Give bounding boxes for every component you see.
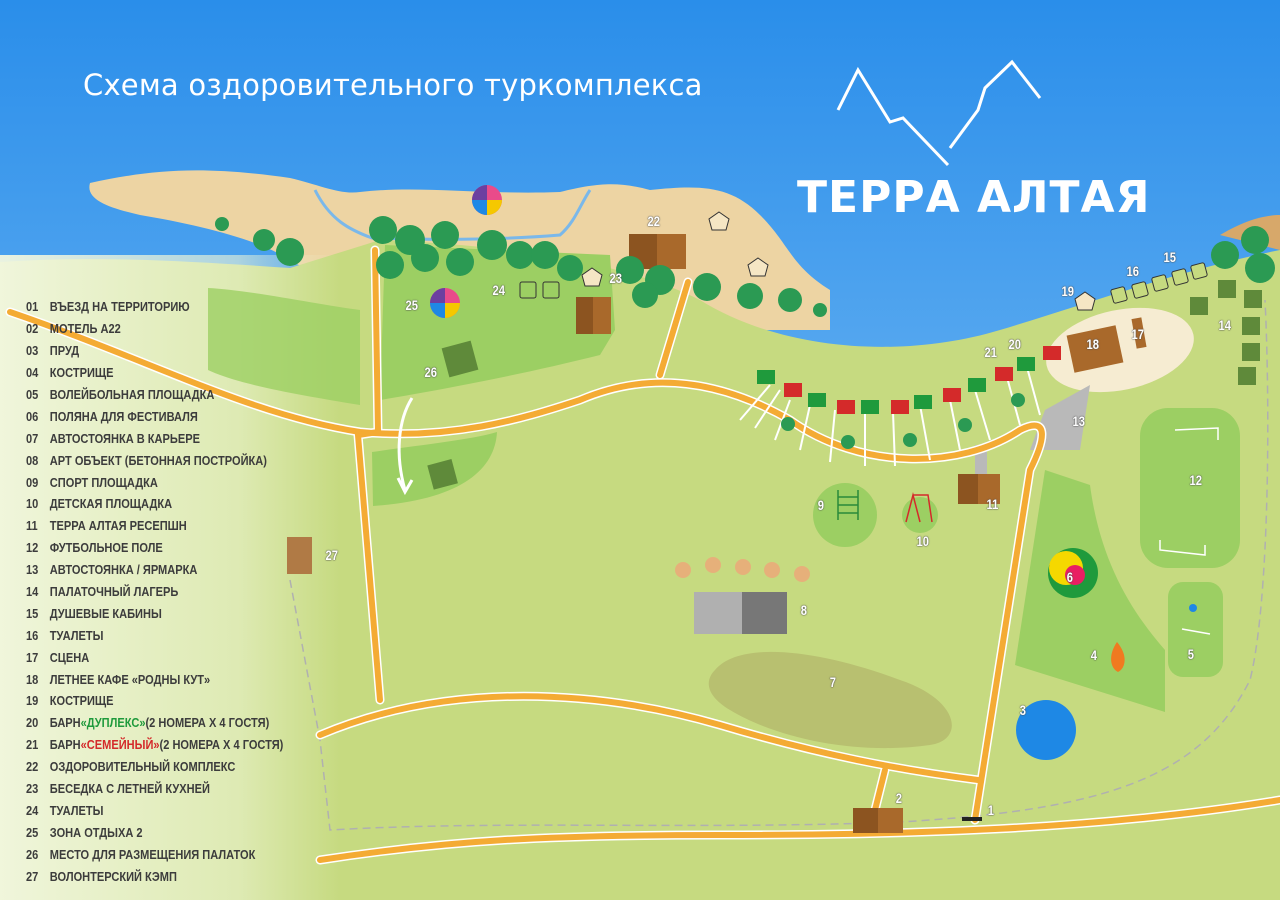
brand-logo-text: ТЕРРА АЛТАЯ	[797, 172, 1151, 223]
map-label-17: 17	[1131, 326, 1145, 342]
map-label-19: 19	[1061, 283, 1075, 299]
buildings	[287, 234, 1147, 833]
playground-icons	[837, 490, 933, 523]
map-label-3: 3	[1019, 702, 1027, 718]
stumps	[675, 557, 810, 582]
arrow-icon	[396, 397, 414, 496]
trees	[215, 216, 1275, 449]
football-field	[1140, 408, 1240, 568]
football-goal-top	[1174, 427, 1219, 440]
building-18	[1066, 325, 1124, 373]
art-object-8	[694, 592, 742, 634]
map-label-20: 20	[1008, 336, 1022, 352]
map-label-6: 6	[1066, 569, 1074, 585]
map-label-27: 27	[325, 547, 339, 563]
map-label-9: 9	[817, 497, 825, 513]
map-label-4: 4	[1090, 647, 1098, 663]
facility-icons	[519, 262, 1208, 304]
map-label-2: 2	[895, 790, 903, 806]
map-label-22: 22	[647, 213, 661, 229]
boundary-dashed	[289, 299, 1269, 831]
map-label-26: 26	[424, 364, 438, 380]
map-label-8: 8	[800, 602, 808, 618]
bottom-edge	[0, 900, 1280, 903]
map-label-11: 11	[986, 496, 999, 512]
duplex-highlight: «ДУПЛЕКС»	[80, 715, 146, 731]
umbrella-icons	[430, 185, 502, 318]
map-label-13: 13	[1072, 413, 1086, 429]
pond	[1016, 700, 1076, 760]
barns	[757, 346, 1061, 414]
map-label-23: 23	[609, 270, 623, 286]
quarry-parking	[708, 651, 952, 749]
football-goal-bottom	[1159, 540, 1206, 556]
building-27	[287, 537, 312, 574]
festival-swirl-icon	[1048, 548, 1098, 598]
map-label-14: 14	[1218, 317, 1232, 333]
map-label-16: 16	[1126, 263, 1140, 279]
family-highlight: «СЕМЕЙНЫЙ»	[80, 737, 160, 753]
map-label-5: 5	[1187, 646, 1195, 662]
map-label-24: 24	[492, 282, 506, 298]
volleyball-ball	[1189, 604, 1197, 612]
zone-9	[813, 483, 877, 547]
bonfire-icon	[1111, 642, 1125, 672]
volleyball-net	[1181, 628, 1211, 635]
stage-17	[1131, 317, 1147, 349]
map-label-7: 7	[829, 674, 837, 690]
map-label-25: 25	[405, 297, 419, 313]
entry-gate	[962, 817, 982, 821]
roads	[5, 245, 1280, 865]
zone-left-field	[208, 288, 360, 405]
map-label-10: 10	[916, 533, 930, 549]
map-label-18: 18	[1086, 336, 1100, 352]
map-label-1: 1	[987, 802, 995, 818]
campfire-markers	[581, 211, 1096, 311]
mountain-logo-icon	[836, 59, 1042, 167]
volleyball-court	[1168, 582, 1223, 677]
tents	[427, 280, 1262, 490]
map-label-12: 12	[1189, 472, 1203, 488]
map-label-21: 21	[984, 344, 998, 360]
map-label-15: 15	[1163, 249, 1177, 265]
page-title: Схема оздоровительного туркомплекса	[83, 68, 703, 102]
